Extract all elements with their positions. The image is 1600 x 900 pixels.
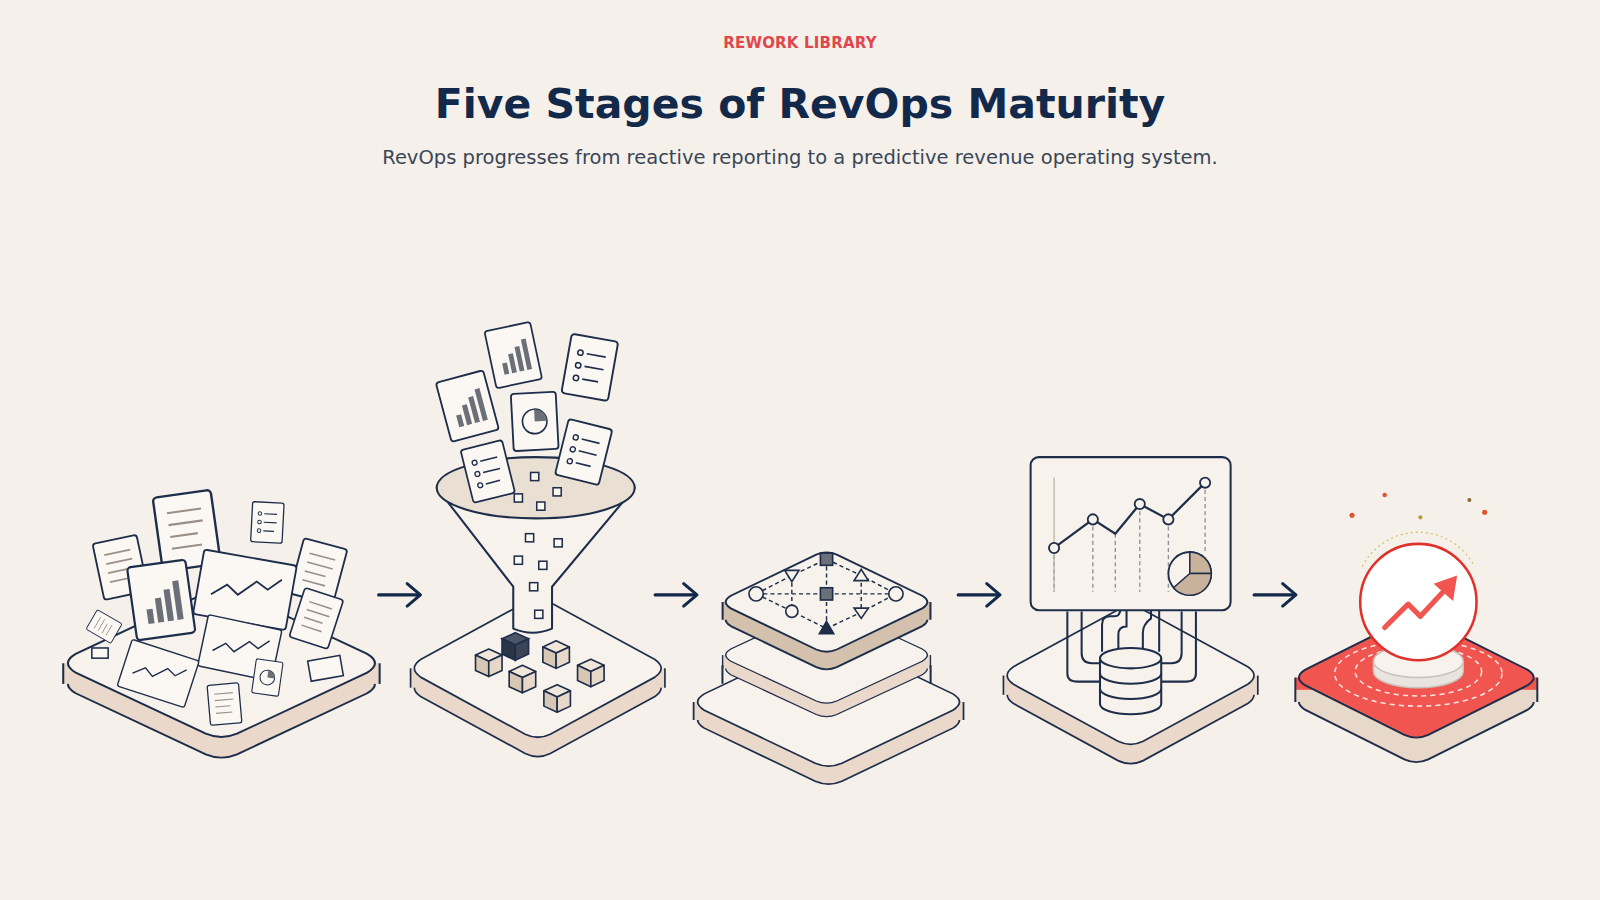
diagram-title: Five Stages of RevOps Maturity [0,80,1600,129]
stage-funnel [531,472,539,480]
stage-layered-model [756,559,896,628]
stage-funnel [515,639,528,660]
stage-funnel [436,370,499,442]
stage-dashboard [1003,607,1257,764]
stage-dashboard [1100,648,1161,714]
stage-layered-model [749,553,903,634]
stage-funnel [535,610,543,618]
stage-scattered-reports [86,610,122,644]
stage-dashboard [1088,514,1098,524]
stage-dashboard [1049,543,1059,553]
stage-arrow [655,584,697,606]
stage-funnel [555,419,612,485]
stage-dashboard [1003,457,1257,764]
stage-dashboard [1139,504,1140,592]
stage-dashboard [1161,612,1196,681]
stage-dashboard [1200,478,1210,488]
stage-layered-model [854,608,868,618]
eyebrow-label: REWORK LIBRARY [0,34,1600,52]
stage-scattered-reports [92,648,108,658]
stage-funnel [514,472,562,618]
stage-layered-model [756,559,896,628]
stage-predictive-system [1418,515,1422,519]
stage-scattered-reports [289,588,343,649]
diagram-caption: RevOps progresses from reactive reportin… [0,145,1600,170]
stage-predictive-system [1536,678,1538,702]
stage-dashboard [1100,673,1161,699]
stage-dashboard [1067,612,1100,681]
stage-funnel [539,561,547,569]
stage-layered-model [749,587,763,601]
stage-funnel [509,665,536,693]
stage-funnel [578,659,605,687]
stage-dashboard [1161,612,1181,663]
stage-layered-model [694,552,964,784]
stage-layered-model [785,570,799,581]
stage-layered-model [819,621,833,633]
stage-scattered-reports [127,560,195,641]
stage-funnel [411,322,665,757]
stage-dashboard [1053,478,1054,592]
stage-funnel [502,633,529,661]
stage-predictive-system [1434,576,1457,602]
stage-funnel [561,334,618,401]
stage-funnel [511,392,559,451]
stage-dashboard [1173,573,1211,595]
stage-dashboard [1115,534,1116,592]
stage-arrow [379,584,1296,606]
stage-funnel [544,685,571,713]
stage-scattered-reports [63,490,379,758]
stage-arrow [1254,584,1296,606]
stage-predictive-system [1360,544,1476,660]
stage-layered-model [786,605,798,617]
stage-dashboard [1204,483,1205,551]
stage-layered-model [820,553,832,565]
stage-predictive-system [1382,493,1386,497]
stage-scattered-reports [207,683,242,726]
stage-layered-model [889,587,903,601]
stage-layered-model [929,602,931,620]
stage-predictive-system [1467,498,1471,502]
stage-dashboard [1168,552,1211,595]
stage-funnel [476,649,503,677]
stage-dashboard [1135,499,1145,509]
stage-predictive-system [1295,493,1537,762]
stage-funnel [514,556,522,564]
stage-scattered-reports [117,639,199,707]
stage-dashboard [1049,478,1210,554]
stage-funnel [526,534,534,542]
stage-predictive-system [1385,588,1447,628]
stage-funnel [484,322,542,389]
stage-layered-model [722,602,724,620]
stage-funnel [553,488,561,496]
stage-predictive-system [1349,513,1354,518]
stage-funnel [554,539,562,547]
stage-dashboard [1092,519,1093,591]
stage-funnel [514,494,522,502]
stage-scattered-reports [308,655,344,681]
stage-arrow [958,584,1000,606]
stage-predictive-system [1294,678,1296,702]
stage-arrow [379,584,421,606]
stage-funnel [537,502,545,510]
stage-dashboard [1190,552,1211,573]
stage-dashboard [1163,514,1173,524]
stage-funnel [530,583,538,591]
stage-scattered-reports [251,502,284,544]
stage-dashboard [1100,648,1161,668]
stage-dashboard [1054,483,1205,548]
stage-layered-model [726,552,928,651]
stage-predictive-system [1349,493,1487,520]
stage-funnel [502,639,515,660]
stage-dashboard [1031,457,1231,610]
stage-layered-model [854,569,868,580]
stage-scattered-reports [252,659,283,697]
stage-layered-model [820,588,832,600]
stage-funnel [543,641,570,669]
stage-layered-model [723,552,931,669]
stage-funnel [460,440,515,503]
stage-dashboard [1082,612,1100,663]
stage-predictive-system [1482,510,1487,515]
